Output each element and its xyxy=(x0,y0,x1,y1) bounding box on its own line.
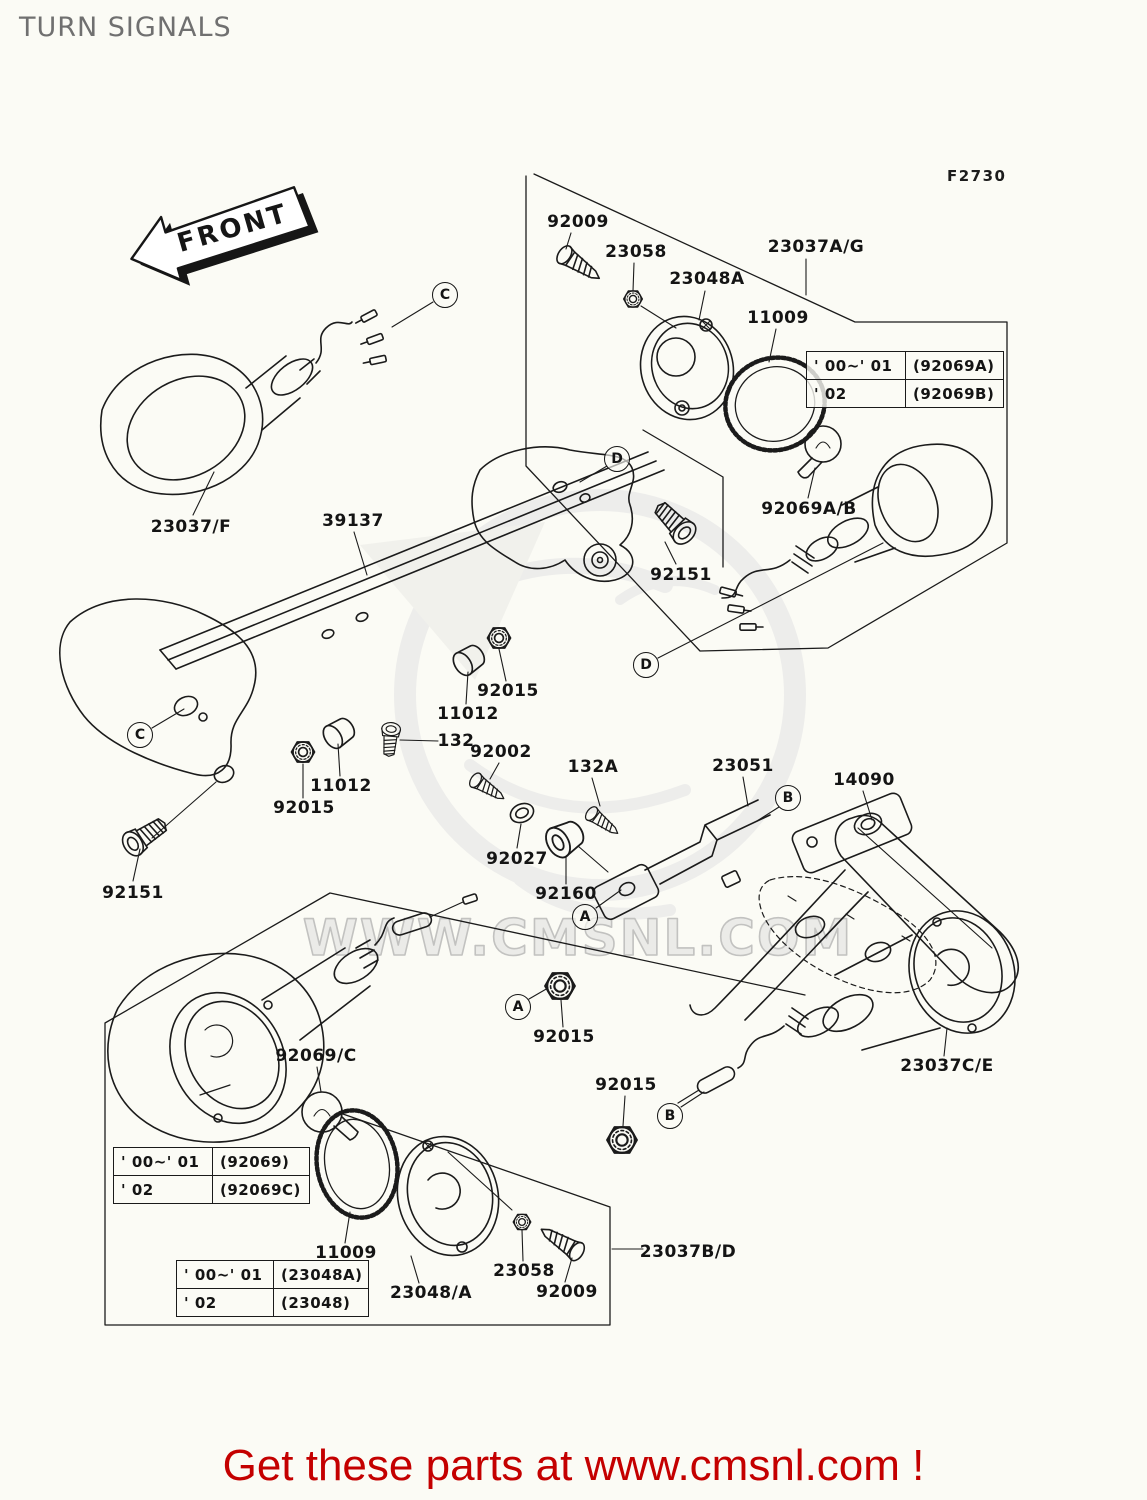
table-cell-years: ' 02 xyxy=(113,1175,213,1204)
screw-92009-bottom xyxy=(535,1220,589,1265)
table-cell-part: (92069C) xyxy=(212,1175,310,1204)
figure-code: F2730 xyxy=(947,167,1007,185)
rear-left-turn-signal xyxy=(107,893,479,1143)
callout-C-2: C xyxy=(127,722,153,748)
front-arrow-icon: FRONT xyxy=(130,186,319,286)
part-label-23048A-bottom: 23048/A xyxy=(389,1283,473,1303)
housing-23048A-bottom xyxy=(396,1135,513,1257)
part-label-23037CE: 23037C/E xyxy=(900,1056,994,1076)
table-cell-part: (23048) xyxy=(273,1288,369,1317)
part-label-92160: 92160 xyxy=(535,884,597,904)
front-right-turn-signal xyxy=(718,443,993,632)
callout-D-1: D xyxy=(604,446,630,472)
table-cell-years: ' 02 xyxy=(176,1288,274,1317)
part-label-23051: 23051 xyxy=(712,756,774,776)
table-cell-years: ' 02 xyxy=(806,379,906,408)
table-cell-years: ' 00~' 01 xyxy=(806,351,906,380)
bracket-39137 xyxy=(59,446,665,784)
screw-92009-top xyxy=(553,242,606,288)
part-label-132: 132 xyxy=(437,731,475,751)
rear-right-turn-signal xyxy=(677,910,1016,1104)
table-cell-part: (92069) xyxy=(212,1147,310,1176)
callout-C-1: C xyxy=(432,282,458,308)
year-part-table-92069ab: ' 00~' 01 (92069A) ' 02 (92069B) xyxy=(806,351,1004,408)
part-label-92027: 92027 xyxy=(486,849,548,869)
part-label-92002: 92002 xyxy=(470,742,532,762)
leader-lines xyxy=(132,232,948,1284)
bushing-92160 xyxy=(545,820,585,859)
cms-mascot-watermark xyxy=(360,489,806,920)
nut-92015-3 xyxy=(544,972,576,1000)
year-part-table-92069: ' 00~' 01 (92069) ' 02 (92069C) xyxy=(113,1147,310,1204)
nut-23058-top xyxy=(622,290,644,308)
cmsnl-banner-link[interactable]: Get these parts at www.cmsnl.com ! xyxy=(222,1441,925,1490)
table-cell-years: ' 00~' 01 xyxy=(176,1260,274,1289)
table-cell-years: ' 00~' 01 xyxy=(113,1147,213,1176)
part-label-11012-1: 11012 xyxy=(437,704,499,724)
table-cell-part: (23048A) xyxy=(273,1260,369,1289)
nut-23058-bottom xyxy=(512,1213,532,1231)
part-label-132A: 132A xyxy=(567,757,619,777)
nut-92015-2 xyxy=(290,741,316,763)
part-label-92069C: 92069/C xyxy=(275,1046,357,1066)
bulb-92069AB xyxy=(797,425,842,479)
table-cell-part: (92069B) xyxy=(905,379,1004,408)
callout-B-2: B xyxy=(657,1103,683,1129)
part-label-92069AB: 92069A/B xyxy=(761,499,857,519)
part-label-92009-top: 92009 xyxy=(547,212,609,232)
part-label-23037F: 23037/F xyxy=(150,517,232,537)
page-title: TURN SIGNALS xyxy=(19,12,232,43)
callout-D-2: D xyxy=(633,652,659,678)
housing-23048A xyxy=(639,315,735,421)
part-label-92015-1: 92015 xyxy=(477,681,539,701)
part-label-23037AG: 23037A/G xyxy=(767,237,865,257)
callout-A-1: A xyxy=(572,904,598,930)
part-label-39137: 39137 xyxy=(322,511,384,531)
callout-B-1: B xyxy=(775,785,801,811)
part-label-92015-4: 92015 xyxy=(595,1075,657,1095)
part-label-14090: 14090 xyxy=(833,770,895,790)
cover-14090 xyxy=(689,814,1020,1021)
nut-92015-4 xyxy=(606,1126,638,1154)
part-label-92015-3: 92015 xyxy=(533,1027,595,1047)
part-label-23048A: 23048A xyxy=(669,269,745,289)
front-left-turn-signal xyxy=(100,308,388,496)
callout-A-2: A xyxy=(505,994,531,1020)
part-label-92015-2: 92015 xyxy=(273,798,335,818)
enclosure-lines xyxy=(104,173,1008,1326)
part-label-92009-bottom: 92009 xyxy=(536,1282,598,1302)
ring-92027 xyxy=(509,802,535,824)
part-label-23058-top: 23058 xyxy=(605,242,667,262)
gasket-11009-bottom xyxy=(314,1108,400,1220)
part-label-92151-upper: 92151 xyxy=(650,565,712,585)
part-label-23058-bottom: 23058 xyxy=(493,1261,555,1281)
part-label-11009-top: 11009 xyxy=(747,308,809,328)
part-label-23037BD: 23037B/D xyxy=(639,1242,737,1262)
part-label-92151-lower: 92151 xyxy=(102,883,164,903)
part-label-11009-bottom: 11009 xyxy=(315,1243,377,1263)
bushing-11012-2 xyxy=(318,713,360,753)
table-cell-part: (92069A) xyxy=(905,351,1004,380)
year-part-table-23048: ' 00~' 01 (23048A) ' 02 (23048) xyxy=(176,1260,369,1317)
part-label-11012-2: 11012 xyxy=(310,776,372,796)
bolt-92151-lower xyxy=(117,811,173,861)
